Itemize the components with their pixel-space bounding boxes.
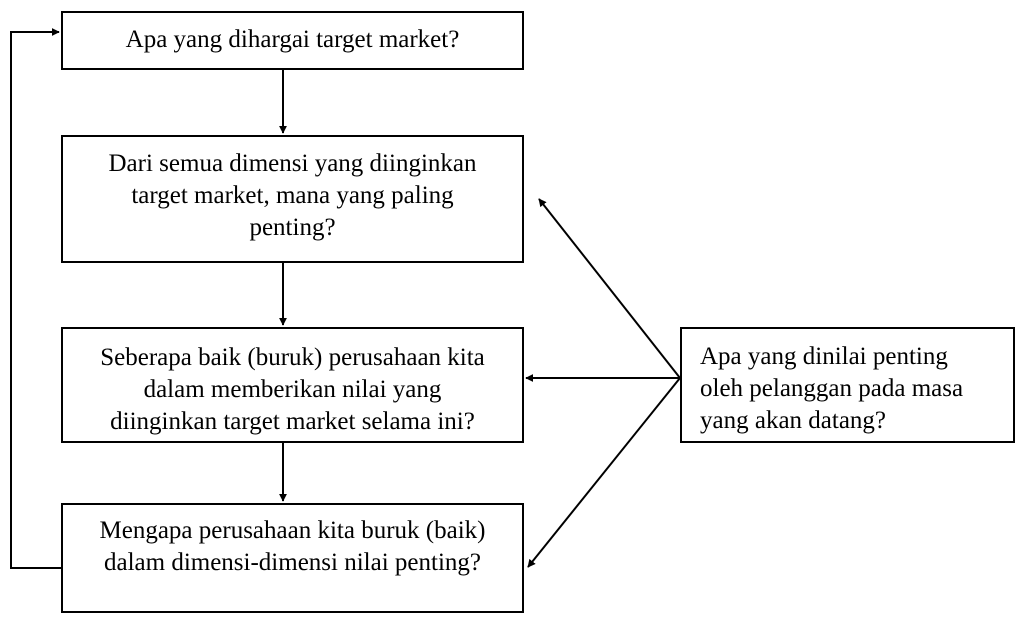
question-box-future-values: Apa yang dinilai penting oleh pelanggan … [680, 327, 1015, 443]
question-text-future-values: Apa yang dinilai penting oleh pelanggan … [700, 343, 964, 434]
question-box-customer-values: Apa yang dihargai target market? [61, 11, 524, 70]
question-text-why-performance: Mengapa perusahaan kita buruk (baik) dal… [99, 517, 486, 576]
question-text-customer-values: Apa yang dihargai target market? [125, 26, 460, 53]
feedback-loop-arrow [10, 28, 61, 569]
question-box-why-performance: Mengapa perusahaan kita buruk (baik) dal… [61, 503, 524, 613]
question-box-company-performance: Seberapa baik (buruk) perusahaan kita da… [61, 327, 524, 443]
question-text-most-important-dimension: Dari semua dimensi yang diinginkan targe… [108, 150, 477, 241]
arrow-box5-to-box4 [527, 377, 681, 568]
question-box-most-important-dimension: Dari semua dimensi yang diinginkan targe… [61, 135, 524, 263]
question-text-company-performance: Seberapa baik (buruk) perusahaan kita da… [100, 344, 485, 435]
arrow-box5-to-box2 [538, 198, 681, 379]
